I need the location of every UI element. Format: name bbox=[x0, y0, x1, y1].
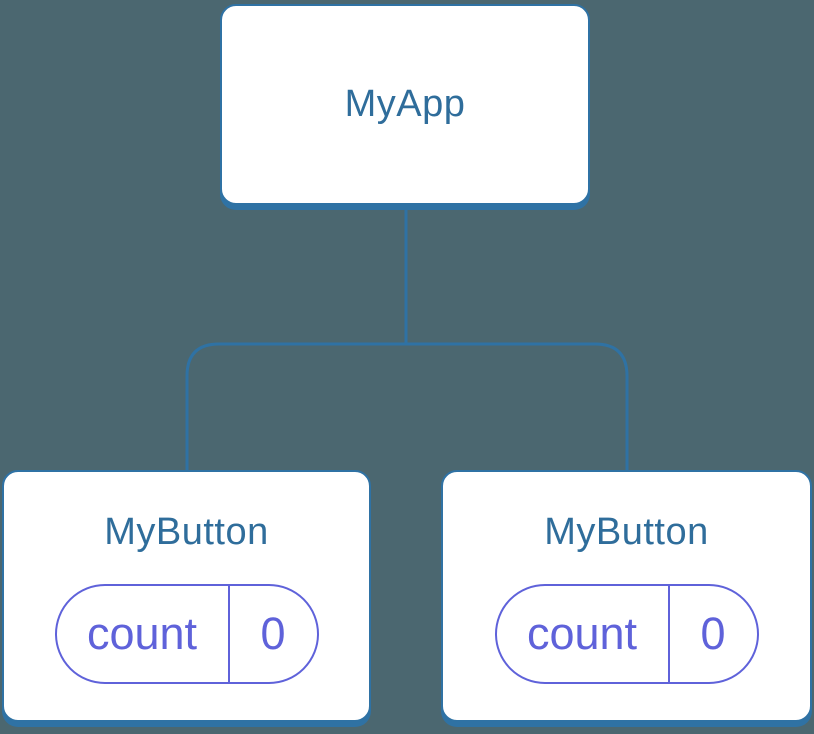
state-pill-divider bbox=[227, 585, 230, 682]
child-component-node-left: MyButton count 0 bbox=[2, 470, 371, 722]
child-component-node-right: MyButton count 0 bbox=[441, 470, 812, 722]
state-pill: count 0 bbox=[494, 583, 759, 684]
state-pill: count 0 bbox=[54, 583, 319, 684]
state-label: count bbox=[526, 607, 638, 659]
child-component-title: MyButton bbox=[104, 511, 269, 553]
connector-branch bbox=[185, 342, 629, 471]
state-value: 0 bbox=[260, 607, 286, 659]
state-value: 0 bbox=[700, 607, 726, 659]
state-label: count bbox=[86, 607, 198, 659]
root-component-title: MyApp bbox=[344, 82, 466, 125]
state-pill-divider bbox=[667, 585, 670, 682]
root-component-node: MyApp bbox=[220, 4, 590, 205]
child-component-title: MyButton bbox=[544, 511, 709, 553]
